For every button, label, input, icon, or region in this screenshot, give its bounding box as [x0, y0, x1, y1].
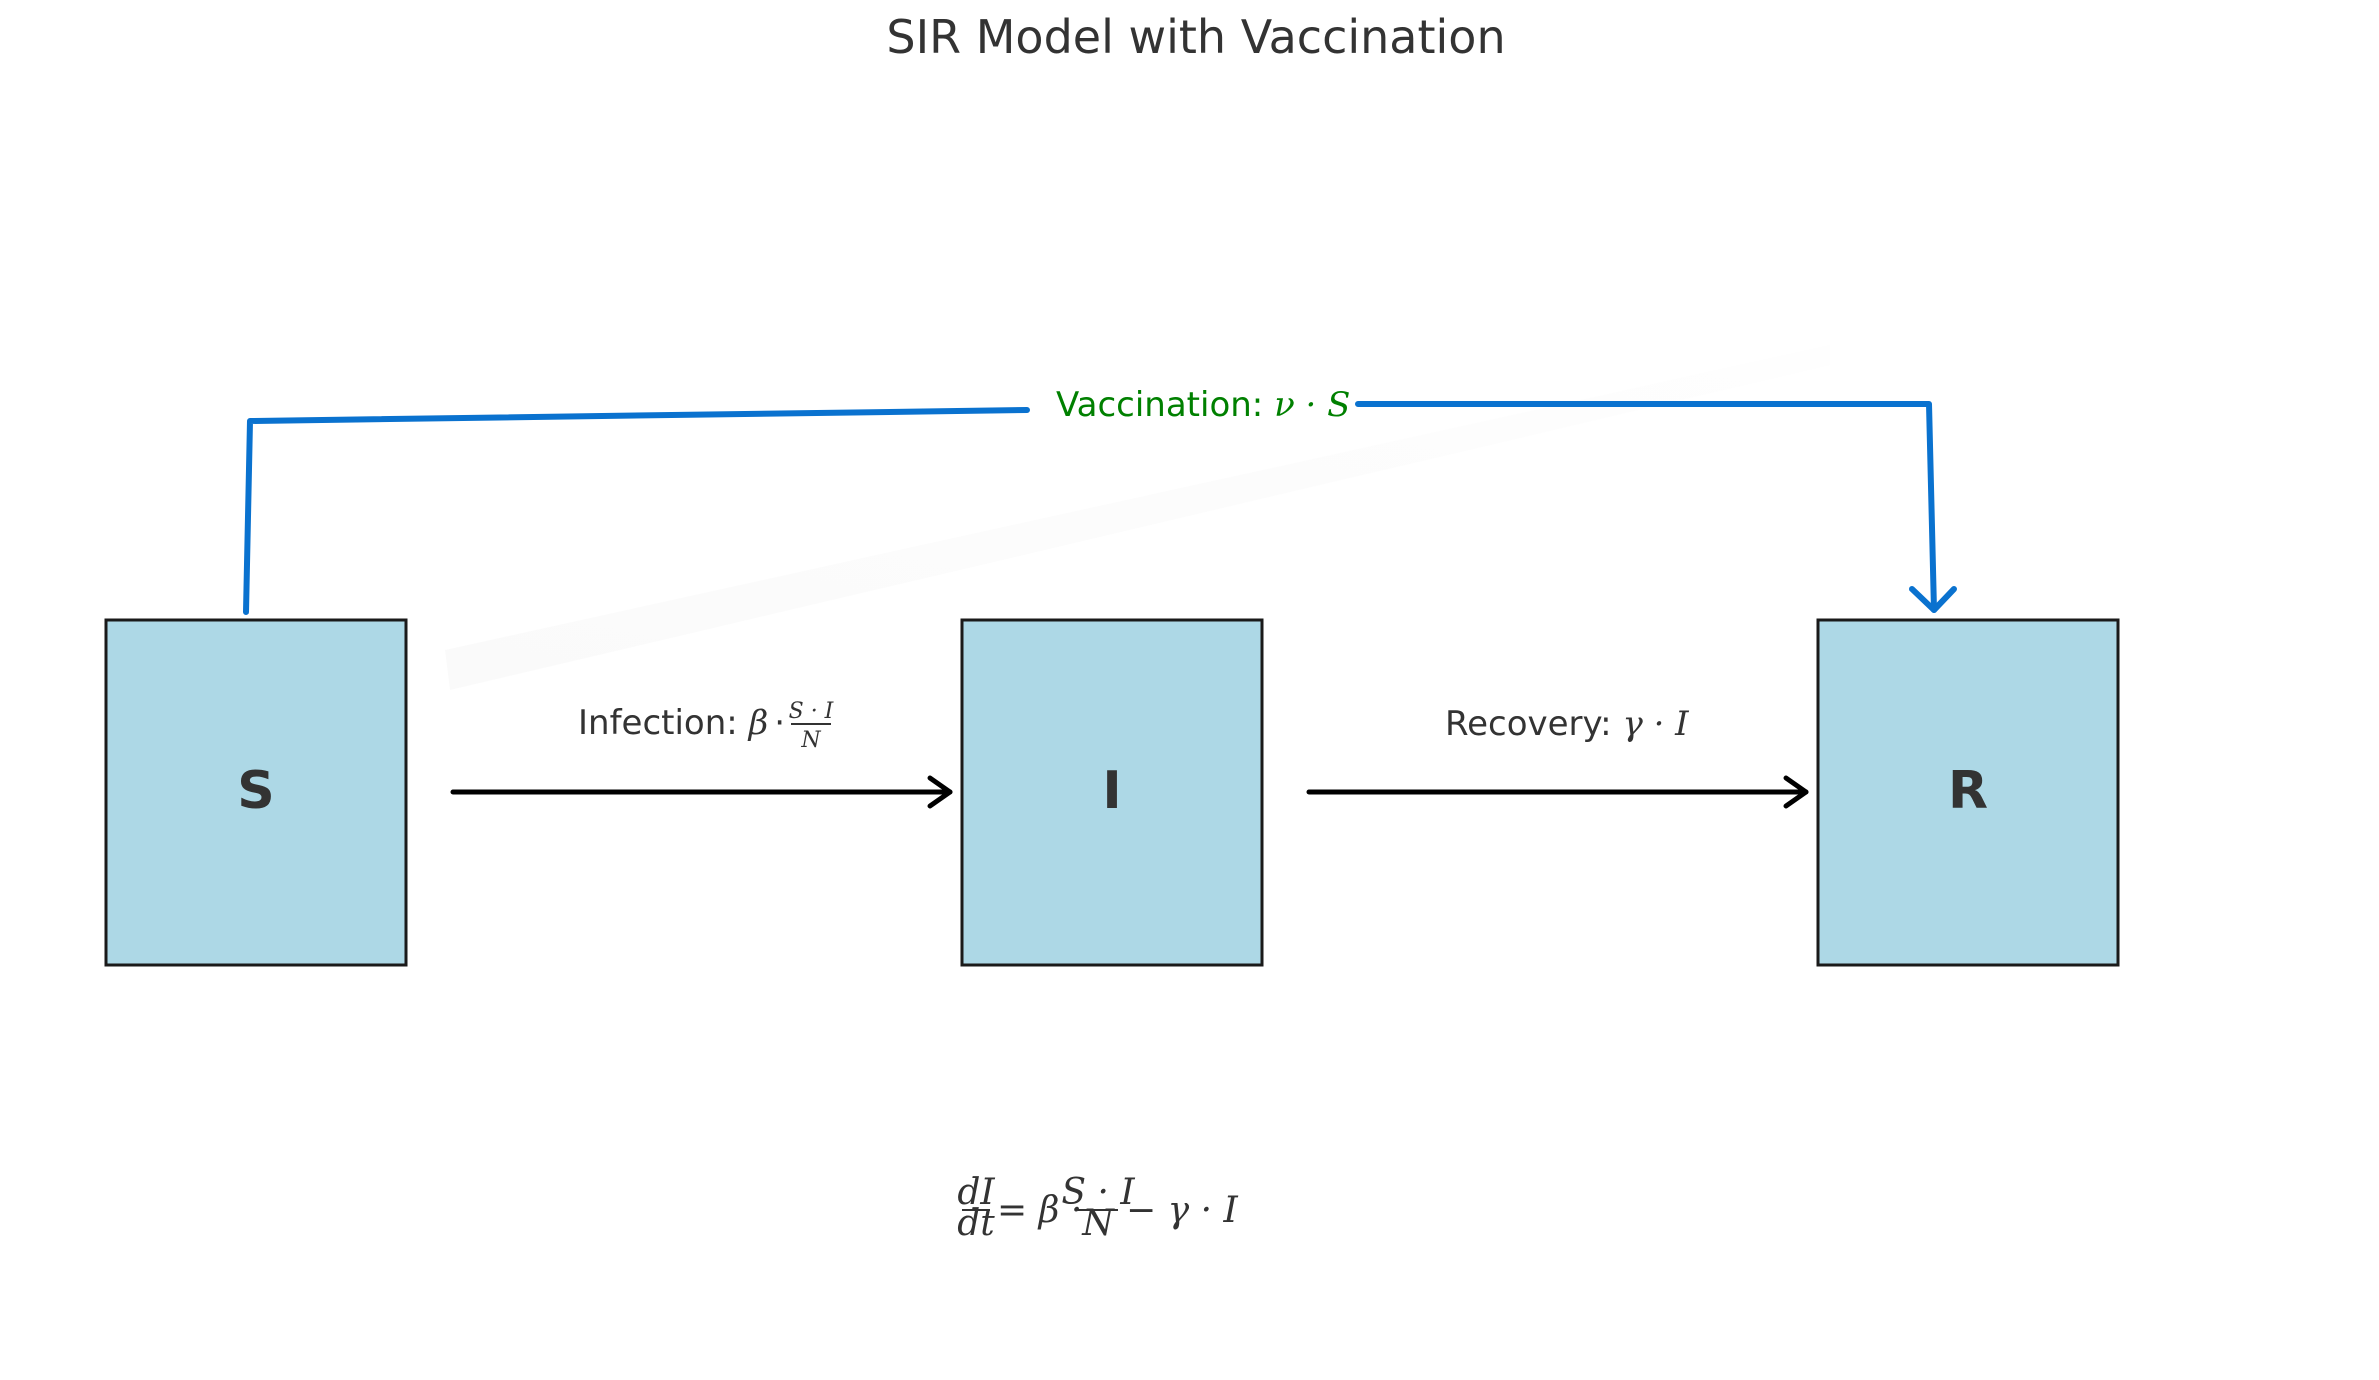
equation-beta-part: = β · [997, 1190, 1082, 1231]
infection-label-text: Infection: [578, 703, 749, 743]
infection-fraction-numerator: S · I [789, 699, 835, 724]
background-streak [445, 345, 1830, 690]
vaccination-flow [243, 401, 1957, 615]
equation-fraction-numerator: S · I [1061, 1172, 1135, 1213]
recovery-label-text: Recovery: [1445, 704, 1622, 744]
diagram-title: SIR Model with Vaccination [886, 10, 1505, 64]
equation-fraction-denominator: N [1081, 1203, 1115, 1244]
vaccination-arrow-head [1909, 586, 1957, 613]
vaccination-label-text: Vaccination: [1056, 385, 1274, 425]
infection-beta: β [747, 703, 769, 743]
vaccination-expr: ν · S [1274, 385, 1350, 425]
svg-text:Infection: β·: Infection: β· [578, 703, 785, 743]
recovery-arrow [1306, 775, 1809, 809]
compartment-i: I [960, 618, 1264, 967]
equation-tail: − γ · I [1126, 1190, 1238, 1231]
compartment-s-box [104, 618, 408, 967]
compartment-s-label: S [237, 761, 274, 821]
equation-lhs-numerator: dI [957, 1172, 995, 1213]
differential-equation: dI dt = β · S · I N − γ · I [957, 1172, 1238, 1244]
infection-label: Infection: β· S · I N [578, 699, 835, 753]
compartment-r-box [1816, 618, 2120, 967]
vaccination-line-left [243, 407, 1030, 615]
recovery-label: Recovery: γ · I [1445, 704, 1689, 744]
recovery-expr: γ · I [1622, 704, 1689, 744]
equation-lhs-denominator: dt [957, 1203, 995, 1244]
compartment-i-label: I [1102, 761, 1121, 821]
compartment-i-box [960, 618, 1264, 967]
infection-arrow-head [927, 775, 953, 809]
compartment-r: R [1816, 618, 2120, 967]
infection-dot: · [774, 703, 785, 743]
compartment-r-label: R [1948, 761, 1988, 821]
vaccination-label: Vaccination: ν · S [1056, 385, 1350, 425]
vaccination-line-right [1355, 401, 1937, 613]
infection-arrow [450, 775, 953, 809]
compartment-s: S [104, 618, 408, 967]
recovery-arrow-head [1783, 775, 1809, 809]
infection-fraction-denominator: N [800, 728, 821, 753]
